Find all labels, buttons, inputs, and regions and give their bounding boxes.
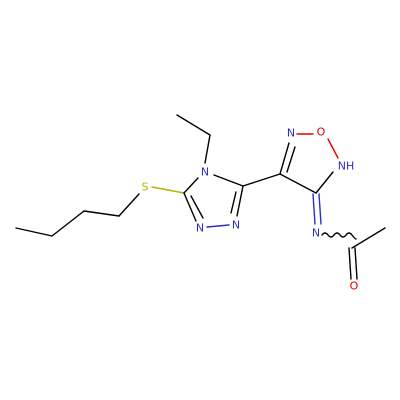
bond-c5-n4 <box>183 177 199 194</box>
atom-n1: N <box>196 222 204 235</box>
bond-c3-nox-inner <box>286 146 296 173</box>
bond-c3-n2 <box>236 185 244 217</box>
atom-n-oxadiazole: N <box>287 127 295 140</box>
bond-co-2 <box>354 247 358 280</box>
bond-n4-c3 <box>213 174 244 187</box>
bond-acetyl-methyl <box>351 227 386 249</box>
bond-ethyl <box>176 114 211 136</box>
bond-s-ring <box>151 186 185 194</box>
bond-c3-nox <box>279 142 290 175</box>
bond-n1-c5 <box>183 192 197 222</box>
bond-butyl-3 <box>83 210 120 217</box>
atom-n-imine: N <box>312 227 320 240</box>
bond-c3-n2-inner <box>230 191 237 214</box>
bond-n4-ethyl <box>204 134 211 164</box>
bond-butyl-2 <box>51 210 85 237</box>
bond-wavy <box>321 232 357 240</box>
bond-c4-c3 <box>279 173 317 194</box>
bond-ring-link <box>242 173 281 187</box>
bond-butyl-4 <box>118 193 140 217</box>
atom-s: S <box>142 181 149 194</box>
bond-butyl-1 <box>15 227 53 237</box>
atom-o-oxadiazole: O <box>317 126 326 139</box>
bond-n1-c5-inner <box>190 195 204 219</box>
atom-n2: N <box>232 219 240 232</box>
bond-c4-nimine-1 <box>312 193 316 225</box>
bond-co-1 <box>348 247 352 280</box>
bond-c4-nimine-2 <box>318 193 322 225</box>
bond-nh-c4 <box>315 171 334 194</box>
atom-n4: N <box>201 166 209 179</box>
atom-nh-oxadiazole: NH <box>338 160 355 173</box>
atom-o-carbonyl: O <box>350 280 359 293</box>
bond-n2-n1 <box>206 224 230 228</box>
bond-o-nh <box>327 138 339 159</box>
